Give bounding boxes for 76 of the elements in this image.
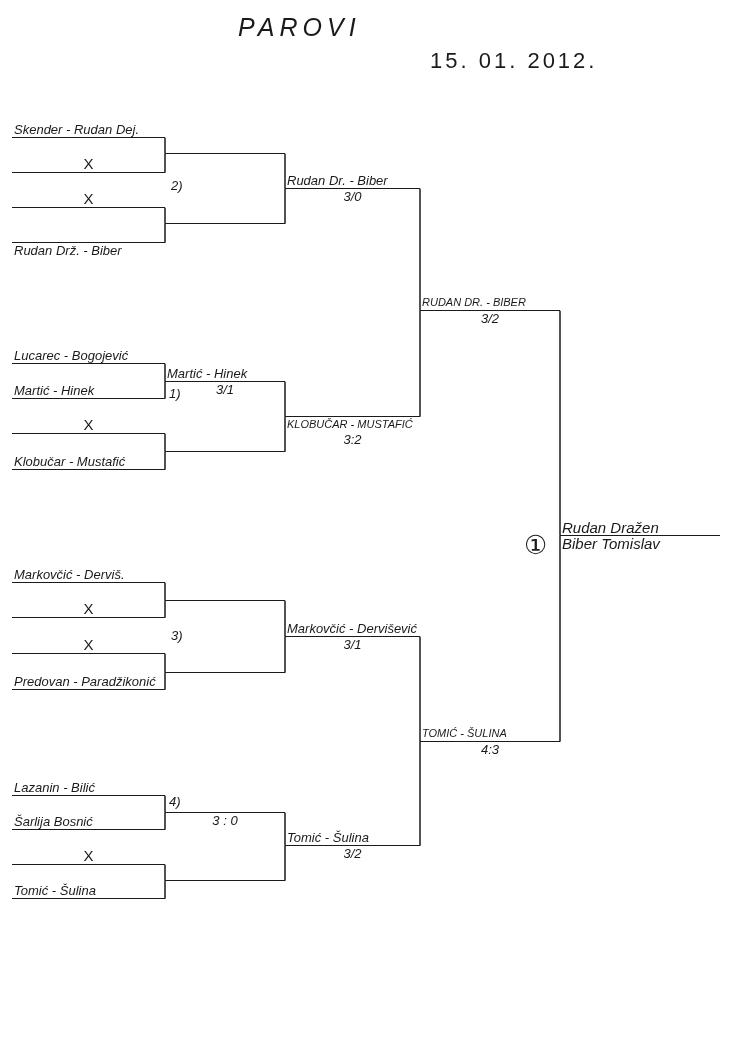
team-name: Rudan Dražen: [561, 520, 660, 535]
bracket-connector: [164, 653, 166, 674]
team-name: Lucarec - Bogojević: [13, 348, 130, 363]
team-name: Markovčić - Dervišević: [286, 621, 418, 636]
team-name: Tomić - Šulina: [286, 830, 370, 845]
date-label: 15. 01. 2012.: [430, 48, 598, 75]
bye-mark: X: [82, 601, 95, 617]
team-name: Tomić - Šulina: [13, 883, 97, 898]
bracket-connector: [164, 137, 166, 155]
bracket-connector: [284, 153, 286, 190]
bracket-line: [165, 880, 285, 881]
bracket-line: [165, 600, 285, 601]
circled-number: ①: [524, 530, 548, 562]
bye-mark: X: [82, 156, 95, 172]
match-score: 3/0: [342, 189, 363, 204]
team-name: RUDAN DR. - BIBER: [421, 295, 527, 310]
bracket-line: [165, 223, 285, 224]
match-score: 3:2: [342, 432, 363, 447]
team-name: Lazanin - Bilić: [13, 780, 96, 795]
match-score: 3/1: [214, 382, 236, 397]
team-name: Martić - Hinek: [166, 366, 249, 381]
bracket-connector: [419, 636, 421, 743]
page-title: PAROVI: [238, 12, 361, 42]
bracket-connector: [419, 741, 421, 847]
bye-mark: X: [82, 637, 95, 653]
team-name: Predovan - Paradžikonić: [13, 674, 157, 689]
bracket-connector: [164, 600, 166, 619]
bracket-line: [165, 672, 285, 673]
team-name: Klobučar - Mustafić: [13, 454, 127, 469]
bracket-connector: [164, 451, 166, 471]
bracket-connector: [419, 310, 421, 418]
match-score: 3 : 0: [211, 813, 239, 828]
team-name: Rudan Dr. - Biber: [286, 173, 389, 188]
team-name: Markovčić - Derviš.: [13, 567, 126, 582]
group-number: 4): [169, 794, 181, 810]
bracket-connector: [559, 535, 561, 743]
bracket-connector: [164, 864, 166, 882]
bracket-line: [165, 451, 285, 452]
bye-mark: X: [82, 848, 95, 864]
bracket-connector: [164, 207, 166, 225]
bracket-connector: [164, 795, 166, 814]
bracket-connector: [559, 310, 561, 537]
match-score: 3/2: [479, 311, 501, 326]
match-score: 3/2: [342, 846, 363, 861]
bracket-connector: [164, 363, 166, 383]
bracket-connector: [164, 672, 166, 691]
bracket-connector: [284, 600, 286, 638]
bracket-connector: [164, 223, 166, 244]
team-name: Biber Tomislav: [561, 536, 662, 551]
team-name: KLOBUČAR - MUSTAFIĆ: [286, 417, 414, 432]
bracket-connector: [164, 880, 166, 900]
group-number: 2): [171, 178, 183, 194]
bracket-connector: [284, 845, 286, 882]
bracket-connector: [284, 636, 286, 674]
bracket-connector: [164, 812, 166, 831]
bracket-connector: [419, 188, 421, 312]
bracket-connector: [284, 381, 286, 418]
team-name: Martić - Hinek: [13, 383, 96, 398]
bye-mark: X: [82, 191, 95, 207]
bye-mark: X: [82, 417, 95, 433]
team-name: Šarlija Bosnić: [13, 814, 94, 829]
bracket-connector: [284, 812, 286, 847]
team-name: TOMIĆ - ŠULINA: [421, 726, 508, 741]
bracket-line: [165, 153, 285, 154]
team-name: Rudan Drž. - Biber: [13, 243, 123, 258]
bracket-connector: [284, 188, 286, 225]
match-score: 3/1: [342, 637, 363, 652]
group-number: 3): [171, 628, 183, 644]
bracket-connector: [164, 582, 166, 602]
bracket-connector: [164, 433, 166, 453]
match-score: 4:3: [479, 742, 501, 757]
bracket-connector: [164, 381, 166, 400]
bracket-connector: [284, 416, 286, 453]
group-number: 1): [169, 386, 181, 402]
team-name: Skender - Rudan Dej.: [13, 122, 140, 137]
bracket-connector: [164, 153, 166, 174]
